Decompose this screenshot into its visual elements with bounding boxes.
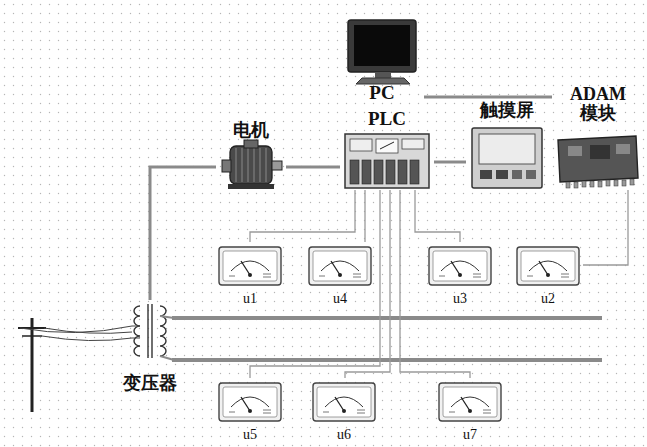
device-label: u2 bbox=[541, 292, 555, 307]
device-node: u4 bbox=[306, 242, 374, 308]
device-label: u1 bbox=[243, 292, 257, 307]
device-label: u3 bbox=[453, 292, 467, 307]
device-label: u4 bbox=[333, 292, 347, 307]
wire-connector bbox=[424, 97, 552, 98]
wire-connector bbox=[345, 190, 390, 378]
device-node: u2 bbox=[513, 242, 583, 308]
device-label: u5 bbox=[243, 428, 257, 443]
device-label: 电机 bbox=[233, 121, 269, 140]
wire-connector bbox=[250, 190, 355, 242]
wire-line bbox=[345, 190, 390, 378]
wire-line bbox=[424, 96, 552, 99]
wire-connector bbox=[250, 190, 380, 378]
device-label: 触摸屏 bbox=[480, 101, 534, 120]
device-node: u1 bbox=[215, 242, 285, 308]
wire-line bbox=[150, 167, 216, 300]
device-node: u3 bbox=[425, 242, 495, 308]
wire-line bbox=[364, 190, 365, 242]
wire-line bbox=[583, 190, 628, 265]
device-node: u7 bbox=[435, 378, 505, 444]
wire-connector bbox=[150, 167, 216, 300]
device-node: 电机 bbox=[216, 120, 286, 190]
device-label: 变压器 bbox=[123, 374, 177, 393]
wire-connector bbox=[583, 190, 628, 265]
wire-line bbox=[400, 190, 470, 378]
device-label: u6 bbox=[337, 428, 351, 443]
wire-connector bbox=[286, 167, 340, 168]
wire-connector bbox=[434, 162, 466, 163]
device-label: u7 bbox=[463, 428, 477, 443]
device-label: ADAM 模块 bbox=[566, 85, 630, 123]
wire-line bbox=[250, 190, 355, 242]
wire-line bbox=[434, 161, 466, 164]
device-node: u5 bbox=[215, 378, 285, 444]
device-node: 触摸屏 bbox=[466, 100, 548, 190]
device-node: ADAM 模块 bbox=[552, 84, 644, 190]
device-node: u6 bbox=[309, 378, 379, 444]
device-node: 变压器 bbox=[110, 300, 190, 394]
wire-line bbox=[286, 166, 340, 169]
wire-connector bbox=[365, 190, 366, 242]
device-label: PC bbox=[369, 83, 394, 103]
wire-connector bbox=[400, 190, 470, 378]
wire-line bbox=[250, 190, 380, 378]
device-node: PLC bbox=[340, 108, 434, 190]
wire-line bbox=[415, 190, 460, 242]
device-label: PLC bbox=[368, 109, 406, 129]
wire-connector bbox=[415, 190, 460, 242]
device-node: PC bbox=[340, 14, 424, 104]
